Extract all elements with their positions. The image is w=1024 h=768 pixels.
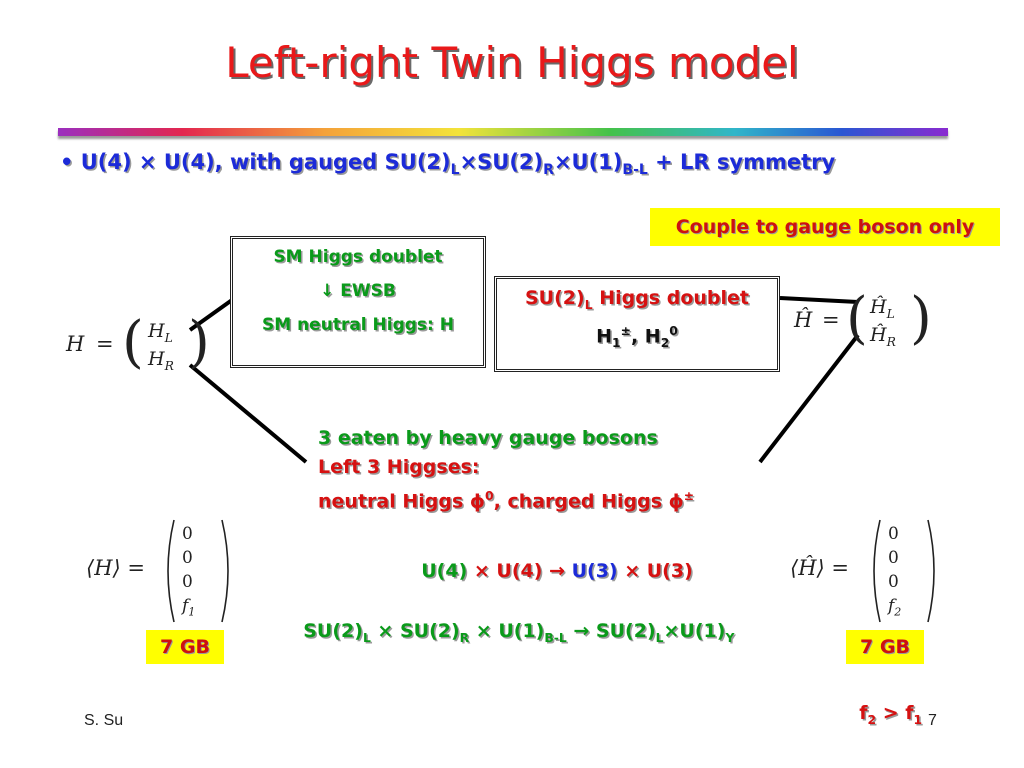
sm-higgs-box: SM Higgs doublet ↓ EWSB SM neutral Higgs… xyxy=(230,236,486,368)
hr-symbol: HR xyxy=(148,348,174,373)
symmetry-breaking-eq1: U(4) × U(4) → U(3) × U(3) xyxy=(421,560,693,582)
rainbow-divider xyxy=(58,128,948,136)
h-open-paren: ( xyxy=(122,310,144,375)
hhat-symbol: Ĥ xyxy=(794,308,813,332)
right-vev: ⟨Ĥ⟩ = 0 0 0 f2 xyxy=(790,516,950,626)
su2l-higgs-box: SU(2)L Higgs doublet H1±, H20 xyxy=(494,276,780,372)
line-box-to-hhatl xyxy=(779,296,859,304)
vev-hhat-brackets xyxy=(873,519,935,623)
sm-higgs-doublet-label: SM Higgs doublet xyxy=(273,247,443,267)
hhat-close-paren: ) xyxy=(910,286,932,351)
bullet-tail: + LR symmetry xyxy=(647,150,836,174)
hhatl-symbol: ĤL xyxy=(870,296,895,321)
h-close-paren: ) xyxy=(188,310,210,375)
hhat-open-paren: ( xyxy=(846,286,868,351)
gb-left-label: 7 GB xyxy=(146,630,224,664)
h-symbol: H xyxy=(66,332,85,356)
bullet-text: U(4) × U(4), with gauged SU(2) xyxy=(80,150,451,174)
left-vev: ⟨H⟩ = 0 0 0 f1 xyxy=(86,516,236,626)
bullet-text-2: ×SU(2) xyxy=(459,150,544,174)
author-footer: S. Su xyxy=(84,712,124,729)
gb-right-label: 7 GB xyxy=(846,630,924,664)
bullet-sub-r: R xyxy=(543,162,554,179)
neutral-charged-label: neutral Higgs ϕ0, charged Higgs ϕ± xyxy=(318,489,695,513)
vev-h-vector: 0 0 0 f1 xyxy=(182,524,196,619)
right-hhat-definition: Ĥ = ( ĤL ĤR ) xyxy=(794,286,934,358)
bullet-sub-l: L xyxy=(450,162,460,179)
couple-label: Couple to gauge boson only xyxy=(650,208,1000,246)
vev-hhat-label: ⟨Ĥ⟩ = xyxy=(790,556,849,580)
bullet-symbol: • xyxy=(60,150,74,174)
line-hl-to-box xyxy=(188,298,234,332)
line-hr-to-text xyxy=(188,363,308,464)
eaten-label: 3 eaten by heavy gauge bosons xyxy=(318,427,658,449)
left-higgses-label: Left 3 Higgses: xyxy=(318,456,480,478)
vev-h-brackets xyxy=(167,519,229,623)
ewsb-label: ↓ EWSB xyxy=(320,281,396,301)
middle-text: 3 eaten by heavy gauge bosons Left 3 Hig… xyxy=(318,424,694,516)
page-number: 7 xyxy=(928,712,937,729)
h1-h2-label: H1±, H20 xyxy=(596,323,678,350)
symmetry-breaking-eq2: SU(2)L × SU(2)R × U(1)B-L → SU(2)L×U(1)Y xyxy=(303,620,735,645)
line-hhatr-to-text xyxy=(758,333,860,464)
f-relation: f2 > f1 xyxy=(859,702,923,727)
bullet-text-3: ×U(1) xyxy=(553,150,623,174)
su2l-higgs-label: SU(2)L Higgs doublet xyxy=(525,287,749,312)
hhat-equals: = xyxy=(822,308,840,332)
slide-title: Left-right Twin Higgs model xyxy=(225,38,799,87)
vev-h-label: ⟨H⟩ = xyxy=(86,556,145,580)
main-bullet: • U(4) × U(4), with gauged SU(2)L×SU(2)R… xyxy=(60,150,835,178)
bullet-sub-bl: B-L xyxy=(622,162,648,179)
h-equals: = xyxy=(96,332,114,356)
vev-hhat-vector: 0 0 0 f2 xyxy=(888,524,902,619)
left-h-definition: H = ( HL HR ) xyxy=(66,310,210,382)
sm-neutral-higgs-label: SM neutral Higgs: H xyxy=(262,315,454,335)
hl-symbol: HL xyxy=(148,320,173,345)
hhatr-symbol: ĤR xyxy=(870,324,896,349)
